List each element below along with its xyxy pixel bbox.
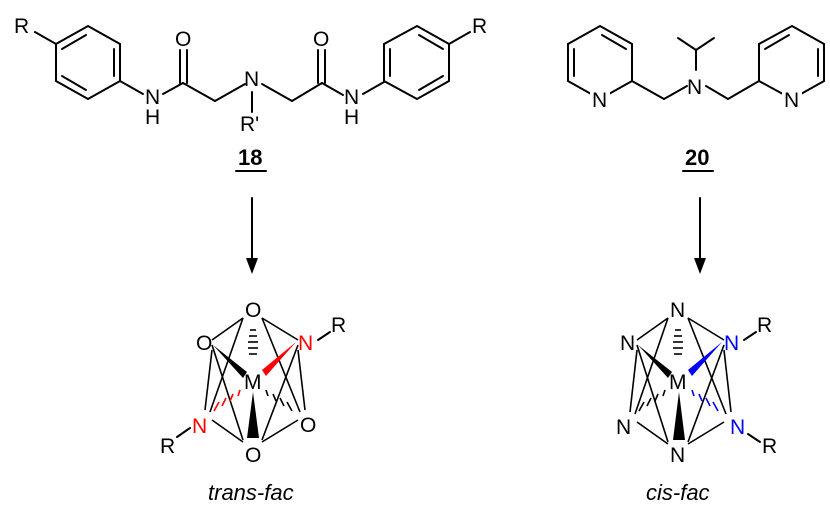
trans-o-right: O <box>300 414 316 437</box>
cis-metal: M <box>669 371 687 394</box>
central-amine-n-20: N <box>687 76 702 99</box>
cis-n-left: N <box>620 332 635 355</box>
left-co-ch2-bond <box>182 82 216 102</box>
right-pyridine-n: N <box>784 89 799 112</box>
cis-r-lower: R <box>762 435 777 458</box>
left-r-bond <box>34 31 57 45</box>
trans-n-left-r-bond <box>176 427 191 438</box>
trans-n-right-r-bond <box>317 331 331 341</box>
left-ch2-n-bond <box>663 85 688 100</box>
trans-n-left: N <box>192 415 207 438</box>
left-pyridine-n: N <box>592 89 607 112</box>
cis-r-right: R <box>757 314 772 337</box>
cis-n-lower-right-r-bond <box>747 433 761 443</box>
left-ch2-n-bond <box>214 83 246 102</box>
right-n-ch2-bond-20 <box>705 85 729 100</box>
cis-n-top: N <box>670 299 685 322</box>
left-amide-h: H <box>145 106 160 129</box>
right-amide-h: H <box>344 106 359 129</box>
right-n-ch2-bond <box>261 83 293 102</box>
isopropyl-methyl-left <box>677 37 697 51</box>
trans-r-left: R <box>160 435 175 458</box>
compound-number-18: 18 <box>238 145 262 170</box>
trans-r-right: R <box>331 314 346 337</box>
left-aryl-nh-bond <box>119 80 144 95</box>
isopropyl-methyl-right <box>695 37 715 51</box>
left-amide-n: N <box>145 86 160 109</box>
arrow-left <box>246 197 258 274</box>
left-benzene-ring <box>55 24 121 101</box>
right-substituent-r: R <box>472 15 487 38</box>
right-co-nh-bond <box>321 82 344 96</box>
caption-trans-fac: trans-fac <box>208 480 294 505</box>
right-nh-aryl-bond <box>362 81 385 95</box>
cis-n-right: N <box>724 332 739 355</box>
caption-cis-fac: cis-fac <box>646 480 710 505</box>
ligand-18: R N H O N R' O N H R 18 <box>14 15 487 172</box>
amine-substituent-r-prime: R' <box>240 113 259 136</box>
trans-o-bottom: O <box>245 444 261 467</box>
trans-o-top: O <box>245 299 261 322</box>
cis-n-bottom: N <box>670 444 685 467</box>
left-substituent-r: R <box>14 15 29 38</box>
left-carbonyl-o: O <box>175 28 191 51</box>
right-ch2-pyridine-bond <box>727 80 760 100</box>
right-ch2-co-bond <box>291 82 323 102</box>
arrow-right <box>694 197 706 274</box>
right-benzene-ring <box>383 24 450 101</box>
complex-cis-fac: N N N R M N N R N cis-fac <box>616 299 777 505</box>
cis-n-right-r-bond <box>743 331 757 341</box>
right-amide-n: N <box>344 86 359 109</box>
ligand-20: N N N 20 <box>567 24 825 172</box>
cis-n-lower-right: N <box>730 416 745 439</box>
left-pyridine-n-mask <box>590 88 610 110</box>
left-pyridine-ch2-bond <box>631 80 665 100</box>
right-carbonyl-o: O <box>313 28 329 51</box>
compound-number-20: 20 <box>685 145 709 170</box>
right-r-bond <box>448 31 471 45</box>
trans-o-left: O <box>196 332 212 355</box>
trans-n-right: N <box>298 332 313 355</box>
left-nh-carbonyl-bond <box>162 82 184 95</box>
cis-n-lower-left: N <box>616 416 631 439</box>
trans-metal: M <box>244 371 262 394</box>
central-amine-n: N <box>244 68 259 91</box>
right-pyridine-n-mask <box>782 88 802 110</box>
complex-trans-fac: O O N R M N R O O trans-fac <box>160 299 346 505</box>
